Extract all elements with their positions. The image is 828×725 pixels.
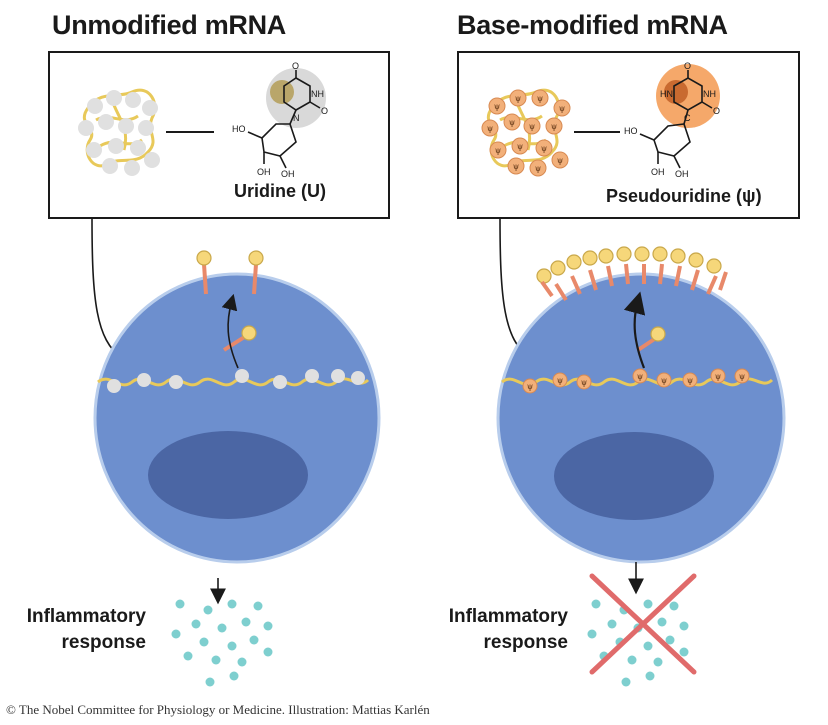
atom-hn-psi: HN <box>660 89 673 99</box>
nucleus-left <box>148 431 308 519</box>
psi-2: ψ <box>515 94 521 103</box>
pseudouridine-molecule <box>639 70 713 169</box>
atom-o-right: O <box>321 106 328 116</box>
left-structure-box: O NH O N HO OH OH <box>48 51 390 219</box>
atom-ho: HO <box>232 124 246 134</box>
psi-16: ψ <box>557 376 563 385</box>
pseudouridine-beads <box>481 89 571 177</box>
psi-15: ψ <box>527 382 533 391</box>
atom-oh-1-psi: OH <box>651 167 665 177</box>
title-base-modified-mrna: Base-modified mRNA <box>457 10 728 40</box>
psi-6: ψ <box>509 118 515 127</box>
response-line-1: Inflammatory <box>26 606 146 627</box>
atom-ho-psi: HO <box>624 126 638 136</box>
no-response-cross <box>589 573 697 675</box>
psi-19: ψ <box>661 376 667 385</box>
psi-1: ψ <box>494 102 500 111</box>
receptors-right <box>536 246 728 352</box>
receptors-left <box>196 250 264 352</box>
atom-o-top-psi: O <box>684 61 691 71</box>
atom-oh-1: OH <box>257 167 271 177</box>
psi-3: ψ <box>537 94 543 103</box>
atom-oh-2-psi: OH <box>675 169 689 179</box>
psi-10: ψ <box>517 142 523 151</box>
atom-nh-psi: NH <box>703 89 716 99</box>
psi-9: ψ <box>495 146 501 155</box>
mrna-pseudouridines <box>522 368 750 394</box>
psi-8: ψ <box>551 122 557 131</box>
psi-14: ψ <box>557 156 563 165</box>
entry-arrow-left <box>91 217 128 362</box>
psi-17: ψ <box>581 378 587 387</box>
cell-left <box>93 272 381 564</box>
inflammatory-response-left: Inflammatory response <box>0 604 146 656</box>
uridine-molecule <box>247 70 321 169</box>
image-credit: © The Nobel Committee for Physiology or … <box>6 702 430 717</box>
nucleus-right <box>554 432 714 520</box>
psi-21: ψ <box>715 372 721 381</box>
psi-11: ψ <box>541 144 547 153</box>
psi-7: ψ <box>529 122 535 131</box>
title-unmodified-mrna: Unmodified mRNA <box>52 10 286 40</box>
psi-20: ψ <box>687 376 693 385</box>
atom-oh-2: OH <box>281 169 295 179</box>
atom-nh: NH <box>311 89 324 99</box>
atom-o-right-psi: O <box>713 106 720 116</box>
translation-arrow-left <box>221 293 239 369</box>
base-highlight-psi <box>656 64 720 128</box>
psi-4: ψ <box>559 104 565 113</box>
cytokine-dots-left <box>171 599 273 687</box>
uridine-label: Uridine (U) <box>234 181 326 201</box>
psi-13: ψ <box>535 164 541 173</box>
uridine-beads <box>78 90 160 176</box>
cytokine-dots-right <box>587 599 689 687</box>
mrna-uridines <box>107 369 365 393</box>
pseudouridine-label: Pseudouridine (ψ) <box>606 186 762 206</box>
response-line-2: response <box>483 632 568 653</box>
atom-n: N <box>293 113 300 123</box>
inflammatory-response-right: Inflammatory response <box>418 604 568 656</box>
psi-22: ψ <box>739 372 745 381</box>
psi-12: ψ <box>513 162 519 171</box>
atom-o-top: O <box>292 61 299 71</box>
response-line-2: response <box>61 632 146 653</box>
translation-arrow-right <box>623 291 646 369</box>
psi-18: ψ <box>637 372 643 381</box>
atom-c-psi: C <box>684 113 691 123</box>
psi-5: ψ <box>487 124 493 133</box>
response-line-1: Inflammatory <box>448 606 568 627</box>
right-structure-box: O NH HN O C HO OH OH <box>457 51 800 219</box>
